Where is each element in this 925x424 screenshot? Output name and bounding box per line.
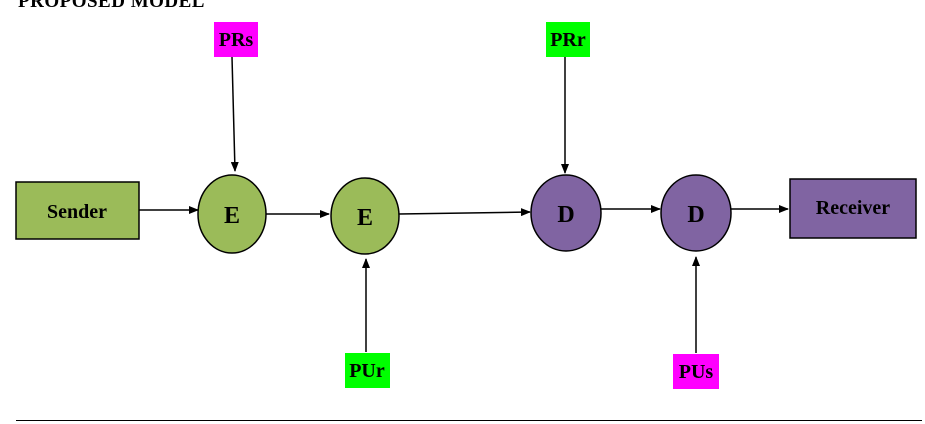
arrow-prs-to-encrypt-1	[230, 56, 239, 172]
key-badge-pur	[345, 353, 390, 388]
sender-label: Sender	[47, 201, 107, 223]
key-badge-prs	[214, 22, 258, 57]
decrypt-label-2: D	[687, 202, 704, 228]
key-badge-pus	[673, 354, 719, 389]
bottom-divider	[16, 420, 922, 421]
receiver-label: Receiver	[816, 197, 891, 219]
encrypt-node-2: E	[330, 177, 400, 255]
decrypt-node-1: D	[530, 174, 602, 252]
encrypt-node-1: E	[197, 174, 267, 254]
receiver-box	[789, 178, 917, 239]
encrypt-label-1: E	[224, 203, 240, 229]
decrypt-circle-2	[660, 174, 732, 252]
sender-box	[15, 181, 140, 240]
decrypt-circle-1	[530, 174, 602, 252]
flow-arrows	[139, 56, 789, 353]
decrypt-label-1: D	[557, 202, 574, 228]
receiver-node: Receiver	[789, 178, 917, 239]
arrow-encrypt-2-to-decrypt-1	[398, 208, 531, 217]
key-label-prr: PRr	[550, 29, 586, 51]
key-label-pus: PUs	[679, 361, 714, 383]
key-sender-public: PUs	[673, 354, 719, 389]
diagram-heading: PROPOSED MODEL	[18, 0, 205, 12]
key-receiver-public: PUr	[345, 353, 390, 388]
encrypt-label-2: E	[357, 205, 373, 231]
key-label-pur: PUr	[349, 360, 385, 382]
encrypt-circle-1	[197, 174, 267, 254]
key-sender-private: PRs	[214, 22, 258, 57]
key-label-prs: PRs	[219, 29, 254, 51]
decrypt-node-2: D	[660, 174, 732, 252]
key-receiver-private: PRr	[546, 22, 590, 57]
encrypt-circle-2	[330, 177, 400, 255]
sender-node: Sender	[15, 181, 140, 240]
key-badge-prr	[546, 22, 590, 57]
